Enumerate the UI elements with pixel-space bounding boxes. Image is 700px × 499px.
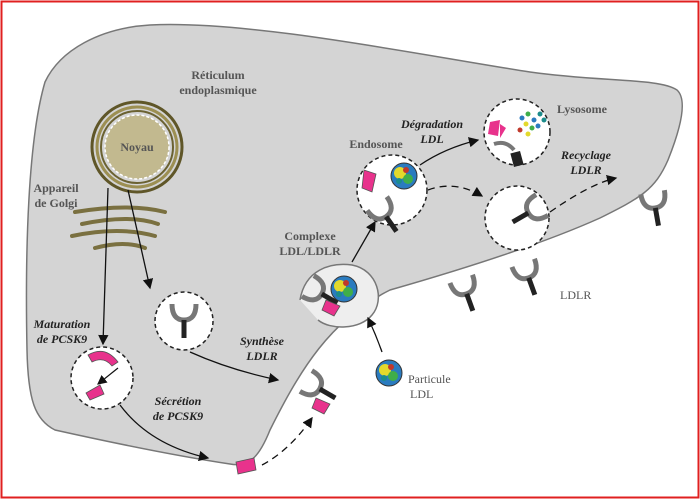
surface-ldlr-2 — [450, 275, 484, 315]
pcsk9-mature — [85, 384, 105, 401]
synthese-label-1: Synthèse — [240, 334, 285, 348]
particule-label-1: Particule — [408, 372, 451, 386]
reticulum-label-1: Réticulum — [191, 68, 244, 82]
lysosome-label: Lysosome — [557, 102, 608, 116]
lysosome-ldl-fragments — [517, 111, 547, 137]
golgi-label-2: de Golgi — [34, 196, 78, 210]
degradation-label-1: Dégradation — [400, 117, 463, 131]
golgi-label-1: Appareil — [33, 181, 79, 195]
degradation-label-2: LDL — [419, 132, 443, 146]
reticulum-label-2: endoplasmique — [179, 83, 257, 97]
recyclage-label-2: LDLR — [569, 163, 601, 177]
lysosome-pcsk9-fragment — [488, 120, 500, 136]
arrows — [98, 137, 618, 466]
secreted-pcsk9 — [235, 457, 257, 475]
endosome-pcsk9 — [361, 169, 377, 193]
endosome-ldl — [390, 162, 418, 190]
secretion-label-1: Sécrétion — [155, 394, 202, 408]
secretion-label-2: de PCSK9 — [153, 409, 203, 423]
free-ldl-particle — [375, 359, 403, 387]
golgi-apparatus — [70, 205, 167, 250]
ldlr-label: LDLR — [560, 288, 591, 302]
endosome-label: Endosome — [349, 137, 403, 151]
surface-ldlr-4 — [641, 190, 671, 228]
particule-label-2: LDL — [410, 387, 433, 401]
complexe-label-1: Complexe — [284, 229, 336, 243]
complexe-label-2: LDL/LDLR — [279, 244, 341, 258]
surface-ldlr-3 — [512, 259, 546, 299]
maturation-label-2: de PCSK9 — [37, 332, 87, 346]
pit-pcsk9 — [321, 299, 341, 317]
pcsk9-precursor — [87, 350, 119, 367]
surface-pcsk9 — [311, 397, 331, 415]
synthese-label-2: LDLR — [245, 349, 277, 363]
nucleus-reticulum: Noyau — [90, 100, 184, 194]
recyclage-label-1: Recyclage — [560, 148, 612, 162]
pit-ldl — [330, 275, 358, 303]
noyau-label: Noyau — [120, 140, 154, 154]
maturation-label-1: Maturation — [33, 317, 91, 331]
